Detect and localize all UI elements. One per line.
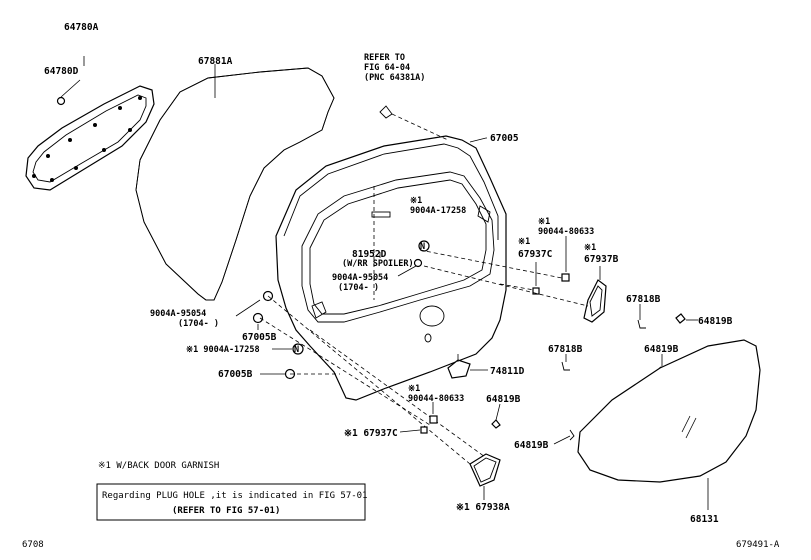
garnish-67937B	[583, 279, 607, 323]
label-9004A-17258-top: 9004A-17258	[410, 206, 466, 216]
label-star-a: ※1	[410, 196, 422, 206]
label-64819B-bottom: 64819B	[514, 440, 549, 451]
label-9004A-95054-c: 9004A-95054	[332, 273, 388, 283]
back-glass-68131	[577, 339, 761, 510]
garnish-frame-64780A	[25, 56, 155, 191]
clip-67937C-bot	[420, 426, 428, 434]
label-64819B-right: 64819B	[698, 316, 733, 327]
label-81952D: 81952D	[352, 249, 387, 260]
label-67005B-bot: 67005B	[218, 369, 253, 380]
lamp-74811D	[447, 354, 471, 379]
clip-67937C-top	[532, 287, 540, 295]
label-90044-80633-bot: 90044-80633	[408, 394, 464, 404]
label-refer-2: FIG 64-04	[364, 63, 410, 73]
label-64819B-mid: 64819B	[644, 344, 679, 355]
label-67937C-bot: ※1 67937C	[344, 428, 398, 439]
svg-text:N: N	[420, 242, 425, 252]
garnish-67938A	[469, 453, 501, 500]
label-star-c: ※1	[518, 237, 530, 247]
label-67818B-right: 67818B	[626, 294, 661, 305]
note-box	[96, 483, 366, 521]
note-box-line-2: (REFER TO FIG 57-01)	[172, 506, 280, 516]
label-74811D: 74811D	[490, 366, 525, 377]
label-67005: 67005	[490, 133, 519, 144]
label-67818B-mid: 67818B	[548, 344, 583, 355]
label-refer-3: (PNC 64381A)	[364, 73, 425, 83]
leader-lines	[235, 137, 698, 445]
label-9004A-17258-l: ※1 9004A-17258	[186, 345, 260, 355]
label-67881A: 67881A	[198, 56, 233, 67]
label-81952D-note: (W/RR SPOILER)	[342, 259, 414, 269]
svg-text:N: N	[294, 345, 299, 355]
label-9004A-95054-l: 9004A-95054	[150, 309, 206, 319]
label-67937B: 67937B	[584, 254, 619, 265]
clip-67818B-right	[637, 319, 646, 329]
label-67005B-top: 67005B	[242, 332, 277, 343]
clip-64819B-center	[491, 419, 501, 429]
label-star-e: ※1	[408, 384, 420, 394]
weatherstrip-67881A	[135, 64, 335, 301]
label-9004A-95054-c-note: (1704- )	[338, 283, 379, 293]
label-90044-80633-top: 90044-80633	[538, 227, 594, 237]
footer-right: 679491-A	[736, 540, 780, 550]
label-64780D: 64780D	[44, 66, 79, 77]
clip-64819B-bottom	[569, 429, 575, 441]
label-67937C-top: 67937C	[518, 249, 553, 260]
note-box-line-1: Regarding PLUG HOLE ,it is indicated in …	[102, 491, 368, 501]
refer-clip	[379, 105, 449, 141]
footnote: ※1 W/BACK DOOR GARNISH	[98, 461, 219, 471]
label-64780A: 64780A	[64, 22, 99, 33]
clip-67818B-mid	[561, 361, 570, 371]
label-star-d: ※1	[584, 243, 596, 253]
label-9004A-95054-l-note: (1704- )	[178, 319, 219, 329]
clip-64819B-right	[675, 313, 686, 324]
label-67938A: ※1 67938A	[456, 502, 510, 513]
footer-left: 6708	[22, 540, 44, 550]
label-68131: 68131	[690, 514, 719, 525]
label-64819B-center: 64819B	[486, 394, 521, 405]
nut-90044-bot	[429, 415, 438, 424]
label-refer-1: REFER TO	[364, 53, 405, 63]
back-door-67005	[275, 135, 507, 401]
nut-90044-top	[561, 273, 570, 282]
label-star-b: ※1	[538, 217, 550, 227]
